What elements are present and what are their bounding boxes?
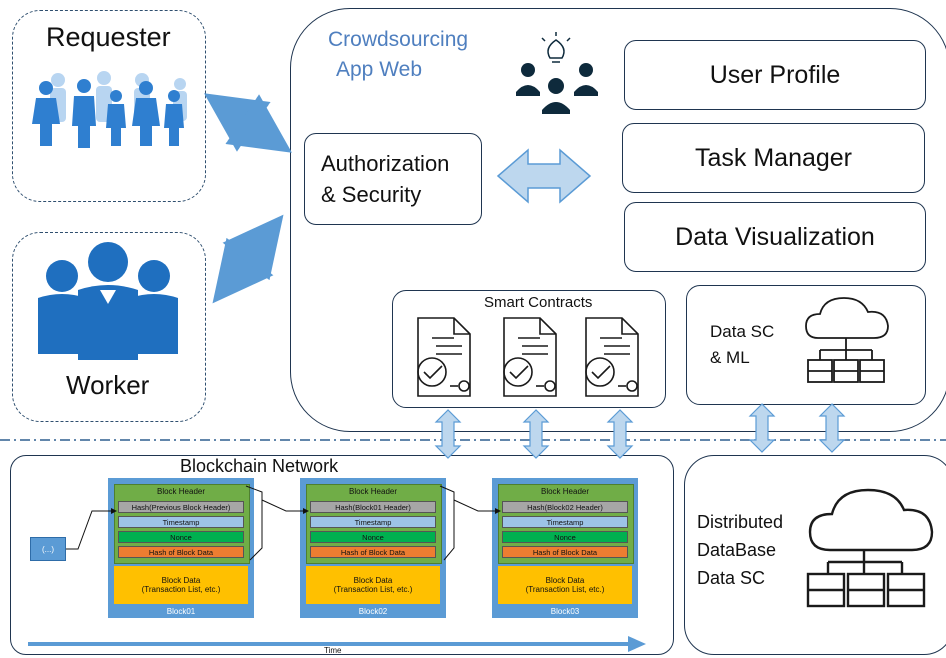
sc-chain-arrow-2	[522, 409, 550, 459]
data-visualization-label: Data Visualization	[675, 222, 875, 251]
requester-label: Requester	[46, 22, 171, 52]
data-visualization-box: Data Visualization	[624, 202, 926, 272]
contract-doc-icon-3	[585, 317, 639, 397]
block-name-label: Block03	[550, 607, 580, 616]
block-header-label: Block Header	[540, 487, 590, 496]
nonce-row: Nonce	[118, 531, 244, 543]
block-data-sub: (Transaction List, etc.)	[141, 585, 221, 594]
block-2: Block Header Hash(Block01 Header) Timest…	[300, 478, 446, 618]
block-data-label: Block Data	[545, 576, 585, 585]
block-connectors	[66, 485, 501, 561]
ml-db-arrow-2	[818, 403, 846, 453]
worker-box	[12, 232, 206, 422]
hash-prev-row: Hash(Block02 Header)	[502, 501, 628, 513]
hash-prev-row: Hash(Previous Block Header)	[118, 501, 244, 513]
vertical-arrows	[434, 403, 846, 459]
block-data-area: Block Data (Transaction List, etc.)	[306, 566, 440, 604]
block-data-sub: (Transaction List, etc.)	[525, 585, 605, 594]
auth-modules-arrow	[496, 148, 592, 204]
user-profile-box: User Profile	[624, 40, 926, 110]
hash-data-row: Hash of Block Data	[310, 546, 436, 558]
nonce-row: Nonce	[310, 531, 436, 543]
data-sc-ml-line2: & ML	[710, 348, 750, 367]
ellipsis-block: (...)	[30, 537, 66, 561]
block-name-label: Block01	[166, 607, 196, 616]
time-label: Time	[324, 646, 342, 655]
auth-line1: Authorization	[321, 151, 450, 176]
time-arrow	[28, 636, 646, 652]
smart-contracts-label: Smart Contracts	[484, 294, 593, 311]
sc-chain-arrow-3	[606, 409, 634, 459]
app-title-line2: App Web	[336, 58, 422, 81]
user-profile-label: User Profile	[709, 60, 841, 89]
block-header-label: Block Header	[156, 487, 206, 496]
blockchain-network-label: Blockchain Network	[180, 456, 339, 476]
distributed-db-box	[684, 455, 946, 655]
distributed-db-line2: DataBase	[697, 540, 777, 560]
cloud-db-icon-small	[805, 297, 889, 383]
distributed-db-line1: Distributed	[697, 512, 784, 532]
timestamp-row: Timestamp	[118, 516, 244, 528]
hash-data-row: Hash of Block Data	[502, 546, 628, 558]
timestamp-row: Timestamp	[502, 516, 628, 528]
requester-app-arrow	[204, 93, 292, 153]
smart-contracts-box	[392, 290, 666, 408]
worker-label: Worker	[66, 370, 150, 400]
data-sc-ml-box	[686, 285, 926, 405]
auth-line2: & Security	[321, 182, 422, 207]
ellipsis-label: (...)	[42, 544, 54, 554]
block-data-area: Block Data (Transaction List, etc.)	[498, 566, 632, 604]
cloud-db-icon-large	[806, 488, 934, 608]
crowd-icon	[32, 71, 187, 148]
task-manager-box: Task Manager	[622, 123, 925, 193]
block-data-label: Block Data	[353, 576, 393, 585]
block-data-label: Block Data	[161, 576, 201, 585]
data-sc-ml-line1: Data SC	[710, 322, 775, 341]
timestamp-row: Timestamp	[310, 516, 436, 528]
idea-people-icon	[516, 32, 598, 114]
block-3: Block Header Hash(Block02 Header) Timest…	[492, 478, 638, 618]
hash-prev-row: Hash(Block01 Header)	[310, 501, 436, 513]
block-data-sub: (Transaction List, etc.)	[333, 585, 413, 594]
block-name-label: Block02	[358, 607, 388, 616]
hash-data-row: Hash of Block Data	[118, 546, 244, 558]
task-manager-label: Task Manager	[694, 143, 853, 172]
block-1: Block Header Hash(Previous Block Header)…	[108, 478, 254, 618]
contract-doc-icon-1	[417, 317, 471, 397]
distributed-db-line3: Data SC	[697, 568, 766, 588]
worker-app-arrow	[212, 214, 284, 304]
blockchain-network-box	[10, 455, 674, 655]
app-title-line1: Crowdsourcing	[328, 28, 469, 51]
contract-doc-icon-2	[503, 317, 557, 397]
ml-db-arrow-1	[748, 403, 776, 453]
block-data-area: Block Data (Transaction List, etc.)	[114, 566, 248, 604]
block-header-label: Block Header	[348, 487, 398, 496]
nonce-row: Nonce	[502, 531, 628, 543]
contract-icons	[417, 317, 639, 397]
sc-chain-arrow-1	[434, 409, 462, 459]
worker-icon	[38, 242, 178, 360]
auth-security-box: Authorization & Security	[304, 133, 482, 225]
